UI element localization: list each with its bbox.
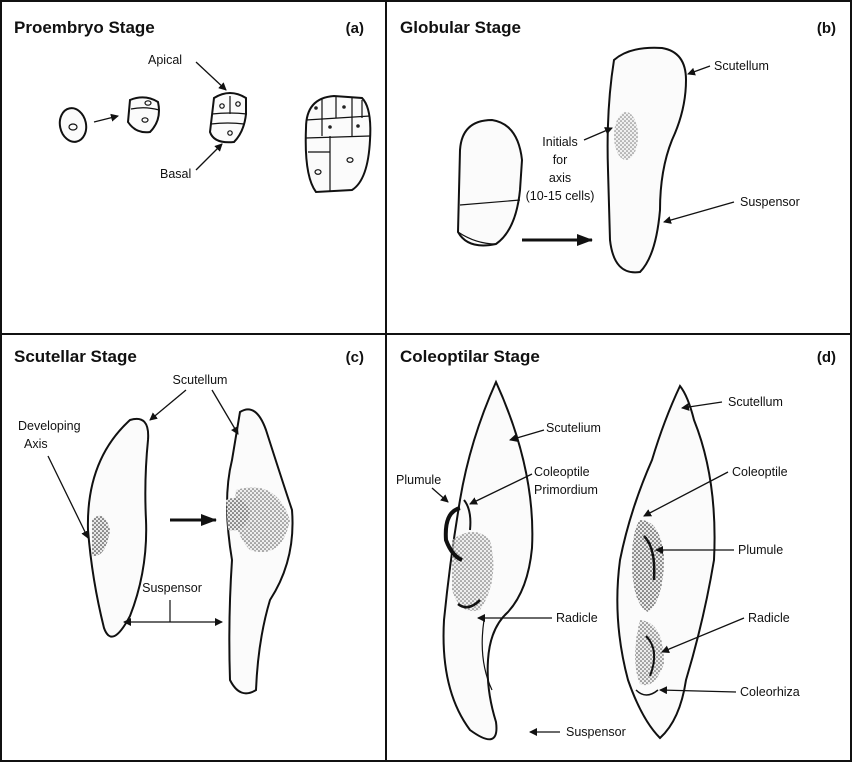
label-radicle-left: Radicle — [556, 611, 598, 625]
label-developing-1: Developing — [18, 419, 81, 433]
label-radicle-right: Radicle — [748, 611, 790, 625]
label-coleoptile-right: Coleoptile — [732, 465, 788, 479]
arrow-basal — [196, 144, 222, 170]
arrow-a1 — [94, 116, 118, 122]
panel-b-title: Globular Stage — [400, 18, 521, 37]
label-plumule-right: Plumule — [738, 543, 783, 557]
arrow-suspensor-b — [664, 202, 734, 222]
label-coleorhiza: Coleorhiza — [740, 685, 800, 699]
label-developing-2: Axis — [24, 437, 48, 451]
label-scutellum-right: Scutellum — [728, 395, 783, 409]
late-globular-embryo — [608, 48, 686, 273]
scutellar-embryo-early — [88, 419, 148, 637]
arrow-scutellum-c2 — [212, 390, 238, 434]
panel-d-title: Coleoptilar Stage — [400, 347, 540, 366]
panel-c-title: Scutellar Stage — [14, 347, 137, 366]
panel-c: Scutellar Stage (c) Scutellum Developing… — [14, 347, 364, 693]
label-scutelium-d: Scutelium — [546, 421, 601, 435]
arrow-developing — [48, 456, 88, 538]
label-initials-4: (10-15 cells) — [526, 189, 595, 203]
label-scutellum-c: Scutellum — [173, 373, 228, 387]
label-scutellum-b: Scutellum — [714, 59, 769, 73]
label-coleoptile-prim-1: Coleoptile — [534, 465, 590, 479]
label-initials-1: Initials — [542, 135, 577, 149]
panel-d-letter: (d) — [817, 349, 836, 366]
label-suspensor-d: Suspensor — [566, 725, 626, 739]
two-cell-proembryo — [128, 97, 159, 132]
label-initials-3: axis — [549, 171, 571, 185]
arrow-apical — [196, 62, 226, 90]
arrow-plumule-left — [432, 488, 448, 502]
label-basal: Basal — [160, 167, 191, 181]
panel-d: Coleoptilar Stage (d) Scutelium Plumule … — [396, 347, 836, 739]
four-cell-proembryo — [210, 93, 247, 142]
early-globular-embryo — [458, 120, 522, 246]
label-apical: Apical — [148, 53, 182, 67]
arrow-scutellum-c1 — [150, 390, 186, 420]
label-suspensor-c: Suspensor — [142, 581, 202, 595]
label-initials-2: for — [553, 153, 568, 167]
panel-a: Proembryo Stage (a) Apical Basal — [14, 18, 370, 192]
label-coleoptile-prim-2: Primordium — [534, 483, 598, 497]
panel-c-letter: (c) — [346, 349, 364, 366]
coleoptilar-embryo-left — [444, 382, 533, 739]
arrow-scutellum-b — [688, 66, 710, 74]
panel-b: Globular Stage (b) Scutellum Initials fo… — [400, 18, 836, 272]
coleoptilar-embryo-right — [617, 386, 714, 738]
zygote-cell — [57, 106, 90, 145]
panel-a-letter: (a) — [346, 20, 364, 37]
panel-b-letter: (b) — [817, 20, 836, 37]
panel-a-title: Proembryo Stage — [14, 18, 155, 37]
multicellular-proembryo — [306, 96, 371, 192]
scutellar-embryo-late — [226, 409, 293, 693]
label-plumule-left: Plumule — [396, 473, 441, 487]
label-suspensor-b: Suspensor — [740, 195, 800, 209]
